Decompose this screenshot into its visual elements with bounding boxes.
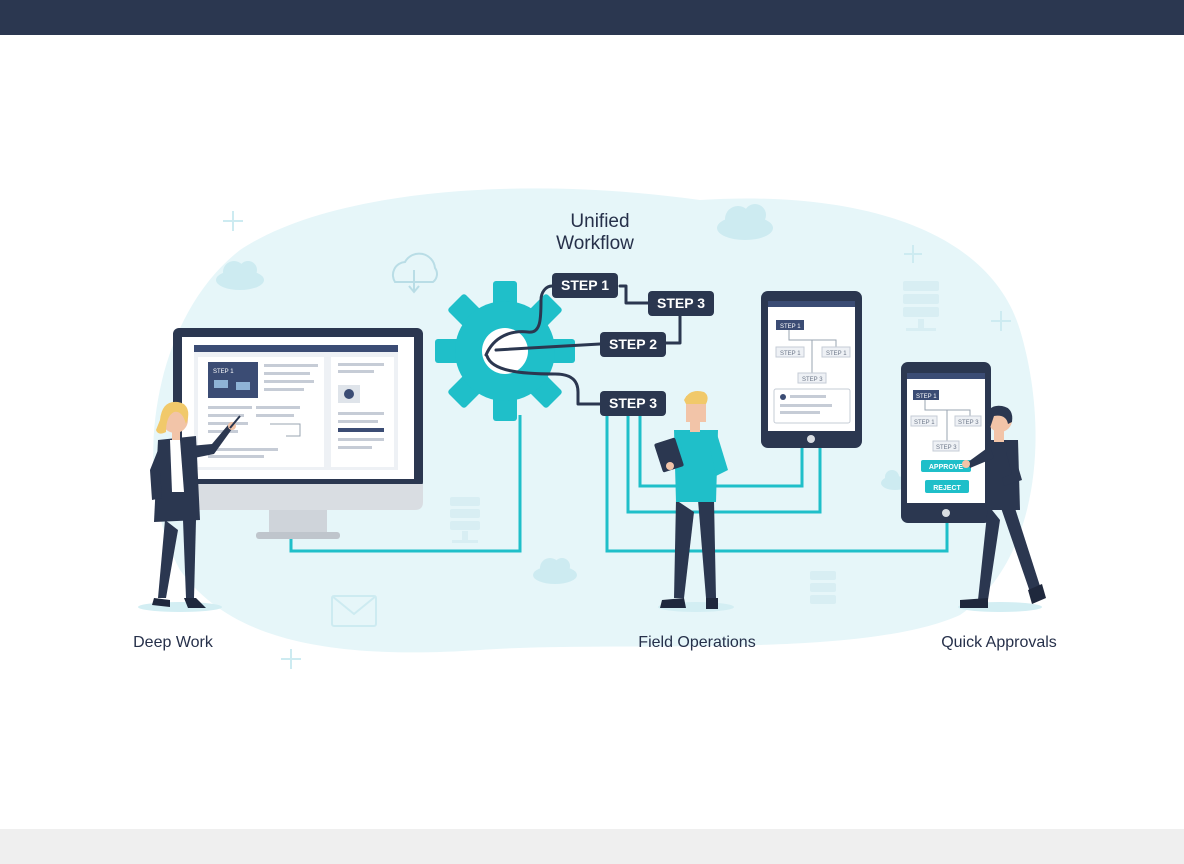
svg-text:STEP 3: STEP 3 bbox=[936, 445, 957, 451]
plus-icon bbox=[281, 649, 301, 669]
workflow-illustration: STEP 1 STEP 3 STEP 2 STEP 3 Unified Work… bbox=[133, 188, 1057, 669]
plus-icon bbox=[223, 211, 243, 231]
cloud-icon bbox=[533, 558, 577, 584]
connector-lines bbox=[289, 415, 949, 553]
svg-text:STEP 1: STEP 1 bbox=[780, 351, 801, 357]
svg-text:APPROVE: APPROVE bbox=[929, 464, 964, 471]
phone-device: STEP 1 STEP 1 STEP 3 STEP 3 bbox=[901, 362, 991, 523]
svg-text:STEP 1: STEP 1 bbox=[213, 369, 234, 375]
cloud-icon bbox=[216, 261, 264, 290]
reject-button[interactable]: REJECT bbox=[925, 480, 969, 493]
step-3-box-top: STEP 3 bbox=[648, 291, 714, 316]
tablet-device: STEP 1 STEP 1 STEP 1 STEP 3 bbox=[761, 291, 862, 448]
gear-icon bbox=[435, 281, 575, 421]
svg-text:STEP 3: STEP 3 bbox=[609, 395, 657, 411]
step-2-box: STEP 2 bbox=[600, 332, 666, 357]
step-1-box: STEP 1 bbox=[552, 273, 618, 298]
server-icon bbox=[450, 497, 480, 543]
illustration-stage: STEP 1 STEP 3 STEP 2 STEP 3 Unified Work… bbox=[0, 35, 1184, 829]
persona-label-quick-approvals: Quick Approvals bbox=[941, 634, 1057, 651]
svg-text:STEP 1: STEP 1 bbox=[916, 394, 937, 400]
svg-text:STEP 3: STEP 3 bbox=[802, 377, 823, 383]
svg-text:STEP 1: STEP 1 bbox=[561, 277, 609, 293]
server-icon bbox=[903, 281, 939, 331]
person-deep-work bbox=[138, 401, 241, 612]
svg-text:STEP 1: STEP 1 bbox=[780, 324, 801, 330]
approve-button[interactable]: APPROVE bbox=[921, 460, 971, 472]
diagram-title-line2: Workflow bbox=[556, 233, 634, 254]
svg-text:STEP 1: STEP 1 bbox=[826, 351, 847, 357]
cloud-upload-icon bbox=[392, 252, 438, 294]
persona-label-deep-work: Deep Work bbox=[133, 634, 214, 651]
desktop-monitor: STEP 1 bbox=[173, 328, 423, 539]
person-quick-approvals bbox=[958, 405, 1046, 612]
mail-icon bbox=[331, 595, 377, 627]
bottom-bar bbox=[0, 829, 1184, 864]
svg-text:STEP 3: STEP 3 bbox=[657, 295, 705, 311]
persona-label-field-operations: Field Operations bbox=[638, 634, 755, 651]
svg-text:STEP 1: STEP 1 bbox=[914, 420, 935, 426]
step-3-box-bottom: STEP 3 bbox=[600, 391, 666, 416]
diagram-title-line1: Unified bbox=[570, 211, 629, 232]
svg-text:STEP 3: STEP 3 bbox=[958, 420, 979, 426]
server-icon bbox=[810, 571, 836, 604]
person-field-operations bbox=[654, 391, 734, 612]
step-wires bbox=[484, 284, 682, 406]
top-bar bbox=[0, 0, 1184, 35]
plus-icon bbox=[991, 311, 1011, 331]
svg-text:STEP 2: STEP 2 bbox=[609, 336, 657, 352]
plus-icon bbox=[904, 245, 922, 263]
cloud-icon bbox=[717, 204, 773, 240]
svg-text:REJECT: REJECT bbox=[933, 485, 961, 492]
